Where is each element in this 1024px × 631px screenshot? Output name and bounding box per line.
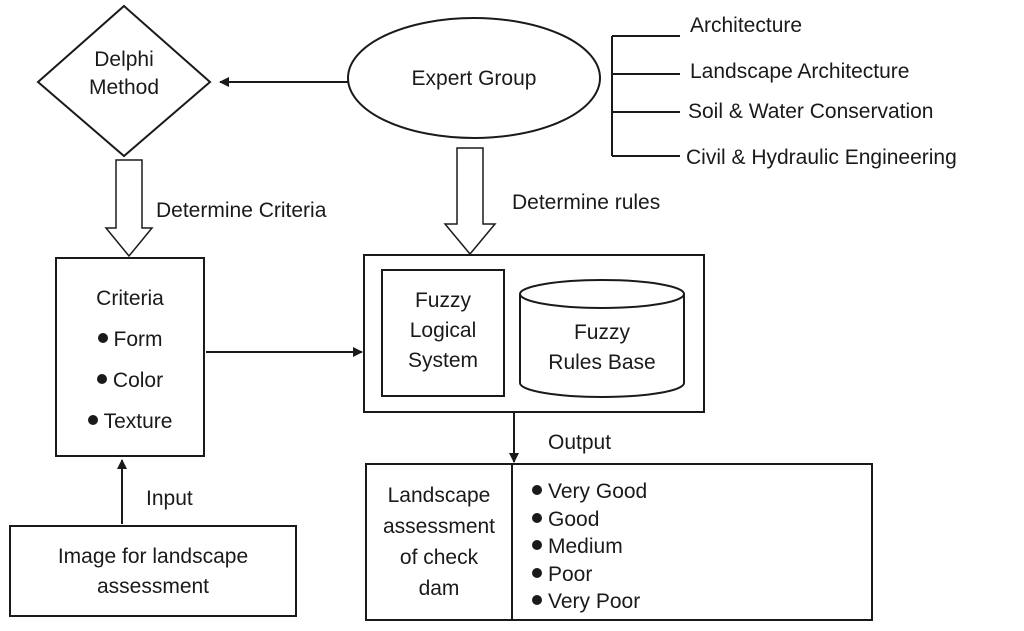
rating-poor: Poor — [532, 561, 647, 589]
fuzzy-logical-system-box — [381, 269, 505, 397]
delphi-method-line2: Method — [88, 76, 160, 99]
rating-medium: Medium — [532, 533, 647, 561]
landscape-assessment-label: Landscape assessment of check dam — [382, 484, 496, 600]
discipline-civil-hydraulic-engineering: Civil & Hydraulic Engineering — [686, 146, 957, 169]
determine-rules-label: Determine rules — [512, 191, 661, 214]
criteria-item-texture: Texture — [58, 401, 202, 442]
bullet-icon — [532, 485, 542, 496]
bullet-icon — [87, 415, 98, 426]
discipline-architecture: Architecture — [690, 14, 803, 37]
expert-group-ellipse — [347, 17, 601, 139]
input-label: Input — [146, 487, 193, 510]
discipline-bracket — [611, 35, 680, 157]
determine-criteria-label: Determine Criteria — [156, 199, 327, 222]
fuzzy-rules-base-label: Fuzzy Rules Base — [548, 321, 656, 374]
criteria-box — [55, 257, 205, 457]
bullet-icon — [532, 595, 542, 606]
bullet-icon — [532, 540, 542, 551]
rating-very-poor: Very Poor — [532, 588, 647, 616]
discipline-soil-water-conservation: Soil & Water Conservation — [688, 100, 934, 123]
criteria-item-form: Form — [58, 319, 202, 360]
delphi-method-label: Delphi Method — [64, 46, 184, 102]
rating-very-good: Very Good — [532, 478, 647, 506]
image-box-label: Image for landscape assessment — [57, 545, 249, 598]
criteria-item-color: Color — [58, 360, 202, 401]
expert-group-label: Expert Group — [411, 67, 537, 90]
rating-good: Good — [532, 506, 647, 534]
determine-rules-block-arrow — [443, 147, 497, 256]
rating-list: Very Good Good Medium Poor Very Poor — [532, 478, 647, 616]
criteria-content: Criteria Form Color Texture — [58, 278, 202, 442]
delphi-method-line1: Delphi — [94, 48, 154, 71]
fuzzy-logical-system-label: Fuzzy Logical System — [407, 289, 478, 372]
fuzzy-rules-base-cylinder — [519, 279, 685, 398]
bullet-icon — [96, 374, 107, 385]
discipline-landscape-architecture: Landscape Architecture — [690, 60, 910, 83]
determine-criteria-block-arrow — [104, 159, 154, 258]
image-box — [9, 525, 297, 617]
output-label: Output — [548, 431, 612, 454]
bullet-icon — [97, 333, 108, 344]
output-box — [365, 463, 873, 621]
bullet-icon — [532, 512, 542, 523]
delphi-method-diamond — [36, 4, 212, 158]
criteria-title: Criteria — [96, 287, 164, 310]
bullet-icon — [532, 567, 542, 578]
